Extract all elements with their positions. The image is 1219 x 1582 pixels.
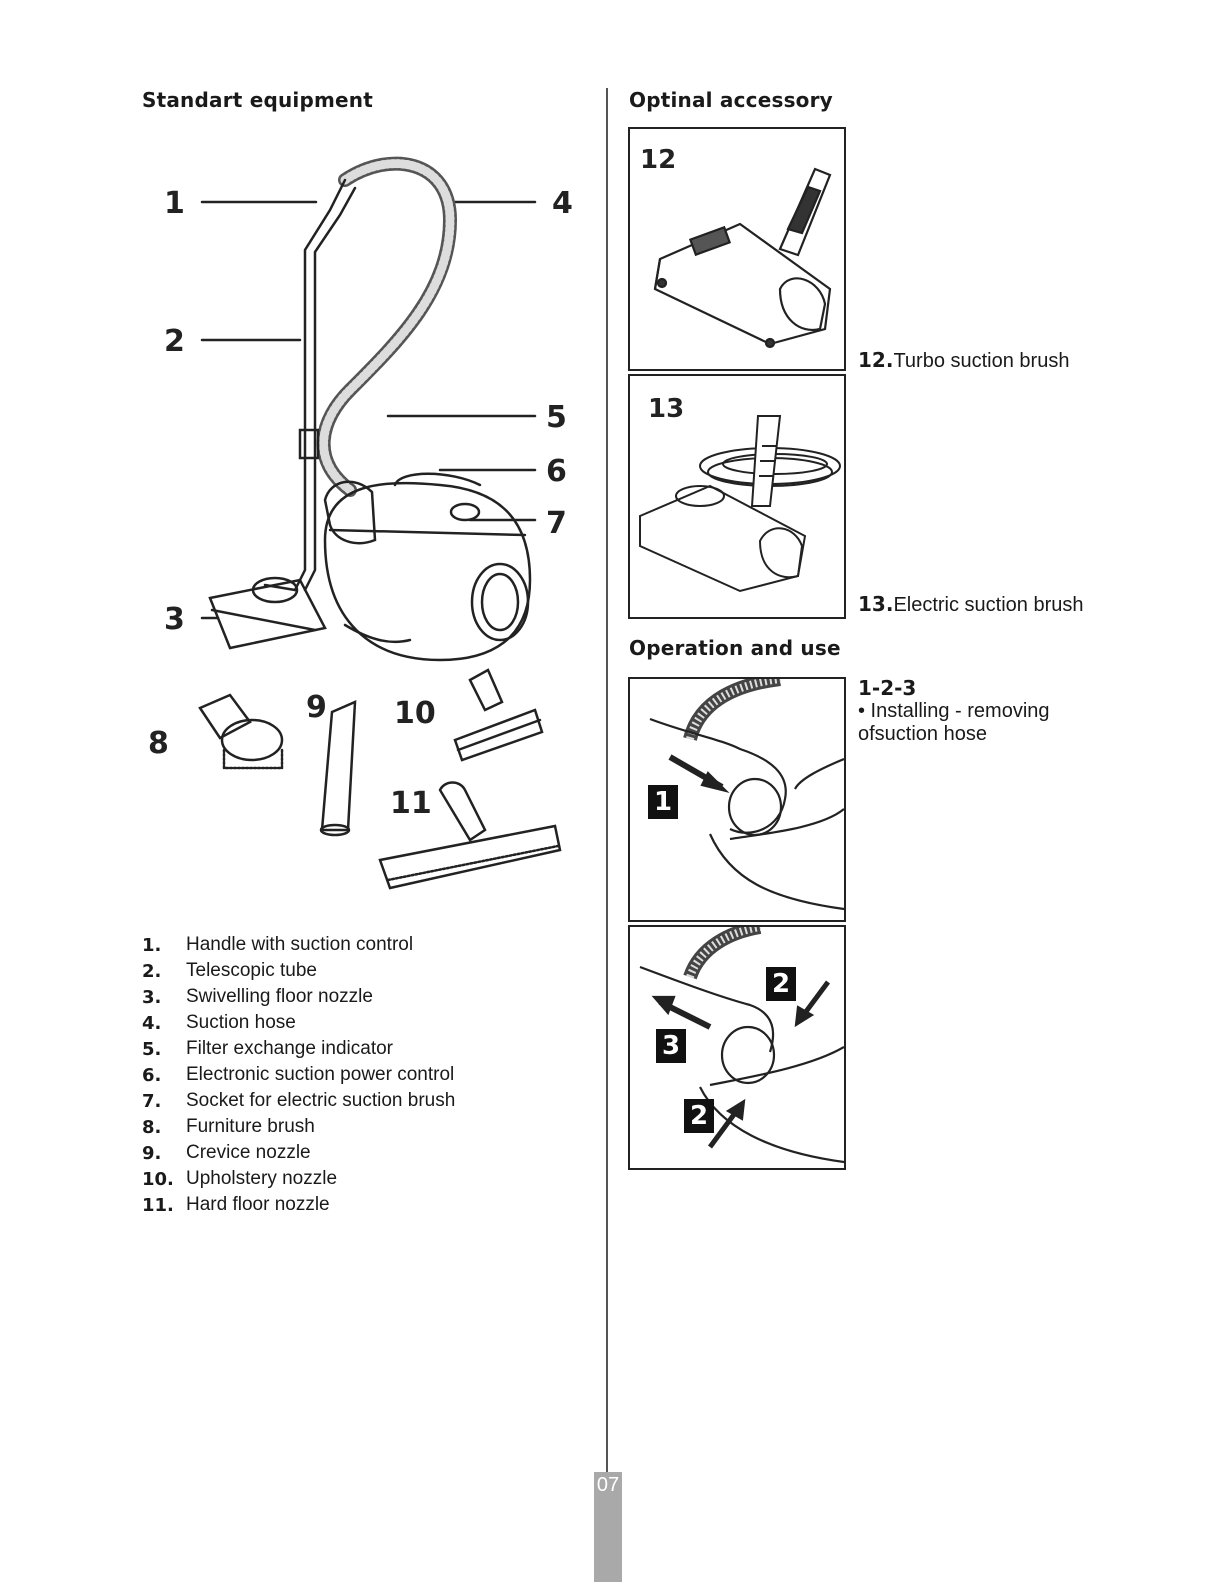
legend-number: 3.	[142, 986, 162, 1008]
legend-text: Telescopic tube	[186, 960, 317, 981]
legend-item: 10. Upholstery nozzle	[142, 1166, 455, 1192]
legend-text: Swivelling floor nozzle	[186, 986, 373, 1007]
legend-number: 6.	[142, 1064, 162, 1086]
legend-text: Suction hose	[186, 1012, 296, 1033]
legend-number: 9.	[142, 1142, 162, 1164]
callout-1: 1	[164, 186, 185, 221]
electric-brush-panel: 13	[628, 374, 846, 619]
legend-item: 7. Socket for electric suction brush	[142, 1088, 455, 1114]
legend-text: Filter exchange indicator	[186, 1038, 393, 1059]
callout-4: 4	[552, 186, 573, 221]
step-title: 1-2-3	[858, 676, 917, 700]
parts-legend: 1. Handle with suction control 2. Telescop…	[142, 932, 455, 1218]
legend-text: Crevice nozzle	[186, 1142, 311, 1163]
legend-number: 10.	[142, 1168, 174, 1190]
step-label: 2	[766, 967, 796, 1001]
legend-text: Hard floor nozzle	[186, 1194, 330, 1215]
callout-9: 9	[306, 690, 327, 725]
step-label: 3	[656, 1029, 686, 1063]
page-number: 07	[596, 1474, 620, 1496]
legend-number: 2.	[142, 960, 162, 982]
electric-brush-illustration	[639, 415, 841, 593]
legend-text: Socket for electric suction brush	[186, 1090, 456, 1111]
legend-number: 1.	[142, 934, 162, 956]
hose-install-illustration	[649, 679, 844, 911]
electric-brush-caption: 13.Electric suction brush	[858, 592, 1084, 617]
legend-number: 7.	[142, 1090, 162, 1112]
panel-number: 12	[640, 145, 677, 175]
legend-number: 4.	[142, 1012, 162, 1034]
turbo-brush-caption: 12.Turbo suction brush	[858, 348, 1069, 373]
step-label: 2	[684, 1099, 714, 1133]
turbo-brush-illustration	[653, 167, 832, 349]
caption-text: Turbo suction brush	[893, 350, 1070, 372]
legend-item: 8. Furniture brush	[142, 1114, 455, 1140]
legend-item: 9. Crevice nozzle	[142, 1140, 455, 1166]
legend-item: 1. Handle with suction control	[142, 932, 455, 958]
legend-item: 11. Hard floor nozzle	[142, 1192, 455, 1218]
step-label: 1	[648, 785, 678, 819]
step-2-3-panel: 2 3 2	[628, 925, 846, 1170]
legend-item: 4. Suction hose	[142, 1010, 455, 1036]
callout-5: 5	[546, 400, 567, 435]
callout-8: 8	[148, 726, 169, 761]
callout-7: 7	[546, 506, 567, 541]
optional-accessory-heading: Optinal accessory	[629, 88, 833, 112]
legend-number: 8.	[142, 1116, 162, 1138]
step-instructions: 1-2-3 • Installing - removing ofsuction …	[858, 676, 1050, 746]
legend-item: 3. Swivelling floor nozzle	[142, 984, 455, 1010]
column-divider	[606, 88, 608, 1488]
legend-text: Handle with suction control	[186, 934, 414, 955]
legend-text: Furniture brush	[186, 1116, 315, 1137]
panel-number: 13	[648, 394, 685, 424]
vacuum-cleaner-illustration	[198, 156, 562, 890]
legend-number: 11.	[142, 1194, 174, 1216]
caption-text: Electric suction brush	[893, 594, 1084, 616]
legend-text: Upholstery nozzle	[186, 1168, 338, 1189]
callout-6: 6	[546, 454, 567, 489]
callout-10: 10	[394, 696, 436, 731]
step-line-2: ofsuction hose	[858, 723, 987, 745]
callout-2: 2	[164, 324, 185, 359]
legend-number: 5.	[142, 1038, 162, 1060]
legend-item: 6. Electronic suction power control	[142, 1062, 455, 1088]
caption-number: 13.	[858, 592, 894, 616]
page-number-tab	[594, 1472, 622, 1582]
standard-equipment-heading: Standart equipment	[142, 88, 373, 112]
legend-item: 2. Telescopic tube	[142, 958, 455, 984]
caption-number: 12.	[858, 348, 894, 372]
legend-text: Electronic suction power control	[186, 1064, 455, 1085]
hose-remove-illustration	[639, 927, 844, 1164]
callout-3: 3	[164, 602, 185, 637]
legend-item: 5. Filter exchange indicator	[142, 1036, 455, 1062]
step-1-panel: 1	[628, 677, 846, 922]
callout-11: 11	[390, 786, 432, 821]
turbo-brush-panel: 12	[628, 127, 846, 371]
step-line-1: • Installing - removing	[858, 700, 1050, 722]
operation-heading: Operation and use	[629, 636, 841, 660]
